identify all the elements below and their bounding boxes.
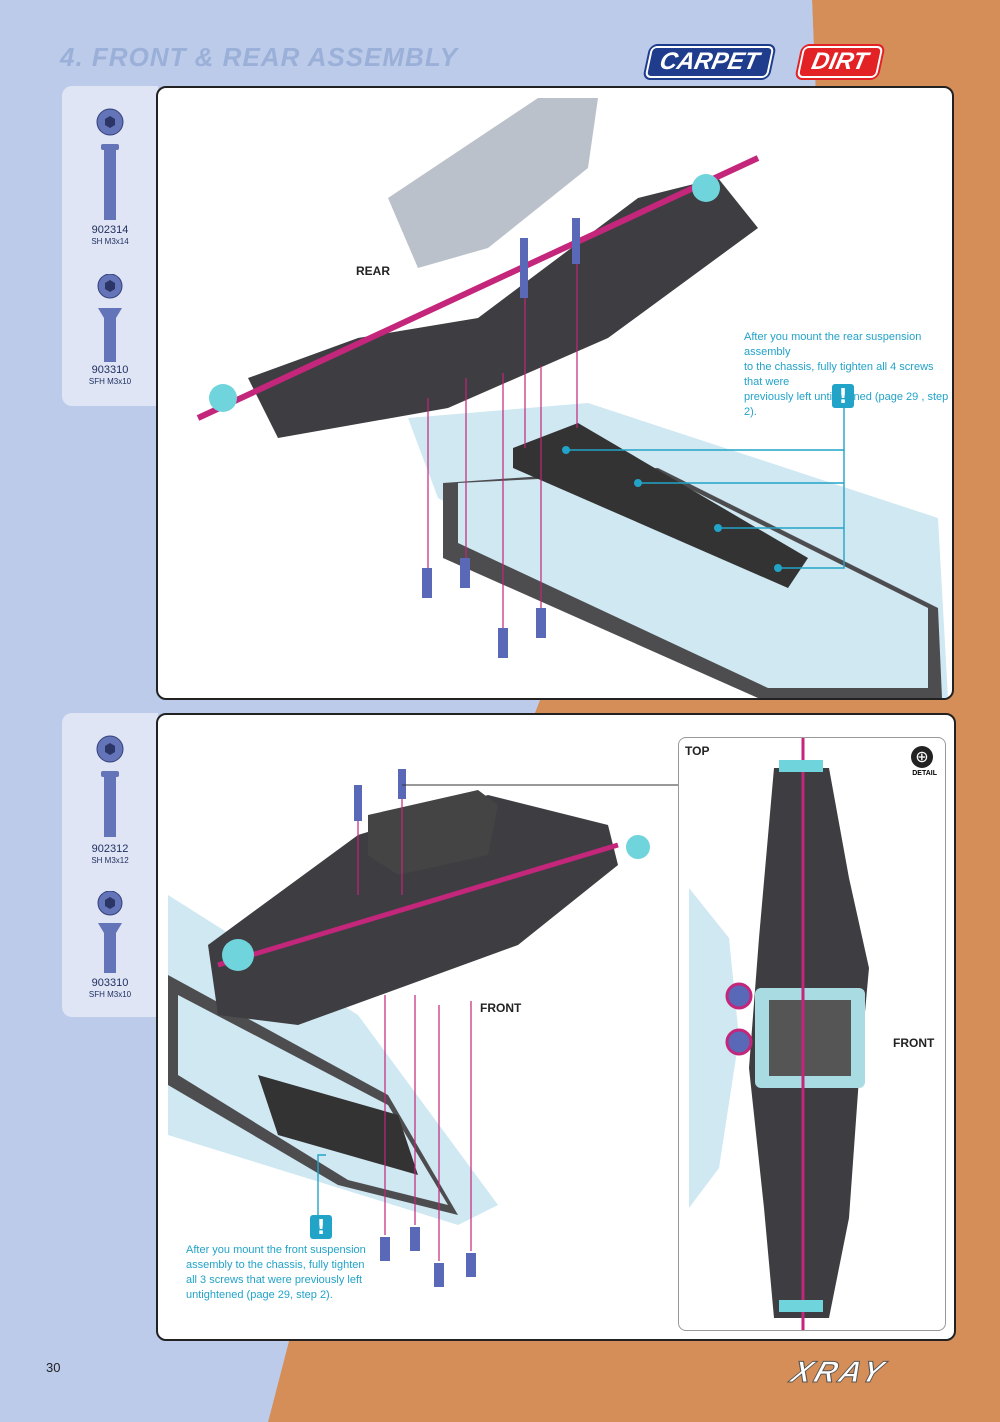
dirt-badge: DIRT <box>796 46 883 78</box>
warning-icon: ! <box>832 384 854 408</box>
page-number: 30 <box>46 1360 61 1375</box>
detail-label: DETAIL <box>912 770 937 777</box>
page-title: 4. FRONT & REAR ASSEMBLY <box>60 42 459 72</box>
rear-assembly-illustration <box>196 98 948 698</box>
screw-sh-m3x12-icon <box>96 735 124 837</box>
screw-sfh-m3x10-icon <box>97 891 123 973</box>
xray-logo: XRAY <box>786 1356 891 1390</box>
front-assembly-illustration <box>168 769 739 1287</box>
front-label: FRONT <box>480 1001 522 1015</box>
top-view-illustration <box>689 738 869 1330</box>
warning-icon-front: ! <box>310 1215 332 1239</box>
screw-sfh-m3x10-icon <box>97 274 123 362</box>
step1-illustration-panel: REAR After you mount the rear suspension… <box>156 86 954 700</box>
top-label: TOP <box>685 744 710 758</box>
front-tighten-note: After you mount the front suspension ass… <box>186 1244 366 1301</box>
detail-magnifier-icon: ⊕ <box>911 746 933 768</box>
carpet-badge: CARPET <box>644 46 775 78</box>
front-detail-label: FRONT <box>893 1036 935 1050</box>
step2-illustration-panel: TOP ⊕ DETAIL FRONT FRONT ! After you mou… <box>156 713 956 1341</box>
rear-tighten-note: After you mount the rear suspension asse… <box>744 331 949 418</box>
top-detail-inset: TOP ⊕ DETAIL FRONT <box>678 737 946 1331</box>
screw-sh-m3x14-icon <box>96 108 124 220</box>
rear-label: REAR <box>356 264 391 278</box>
